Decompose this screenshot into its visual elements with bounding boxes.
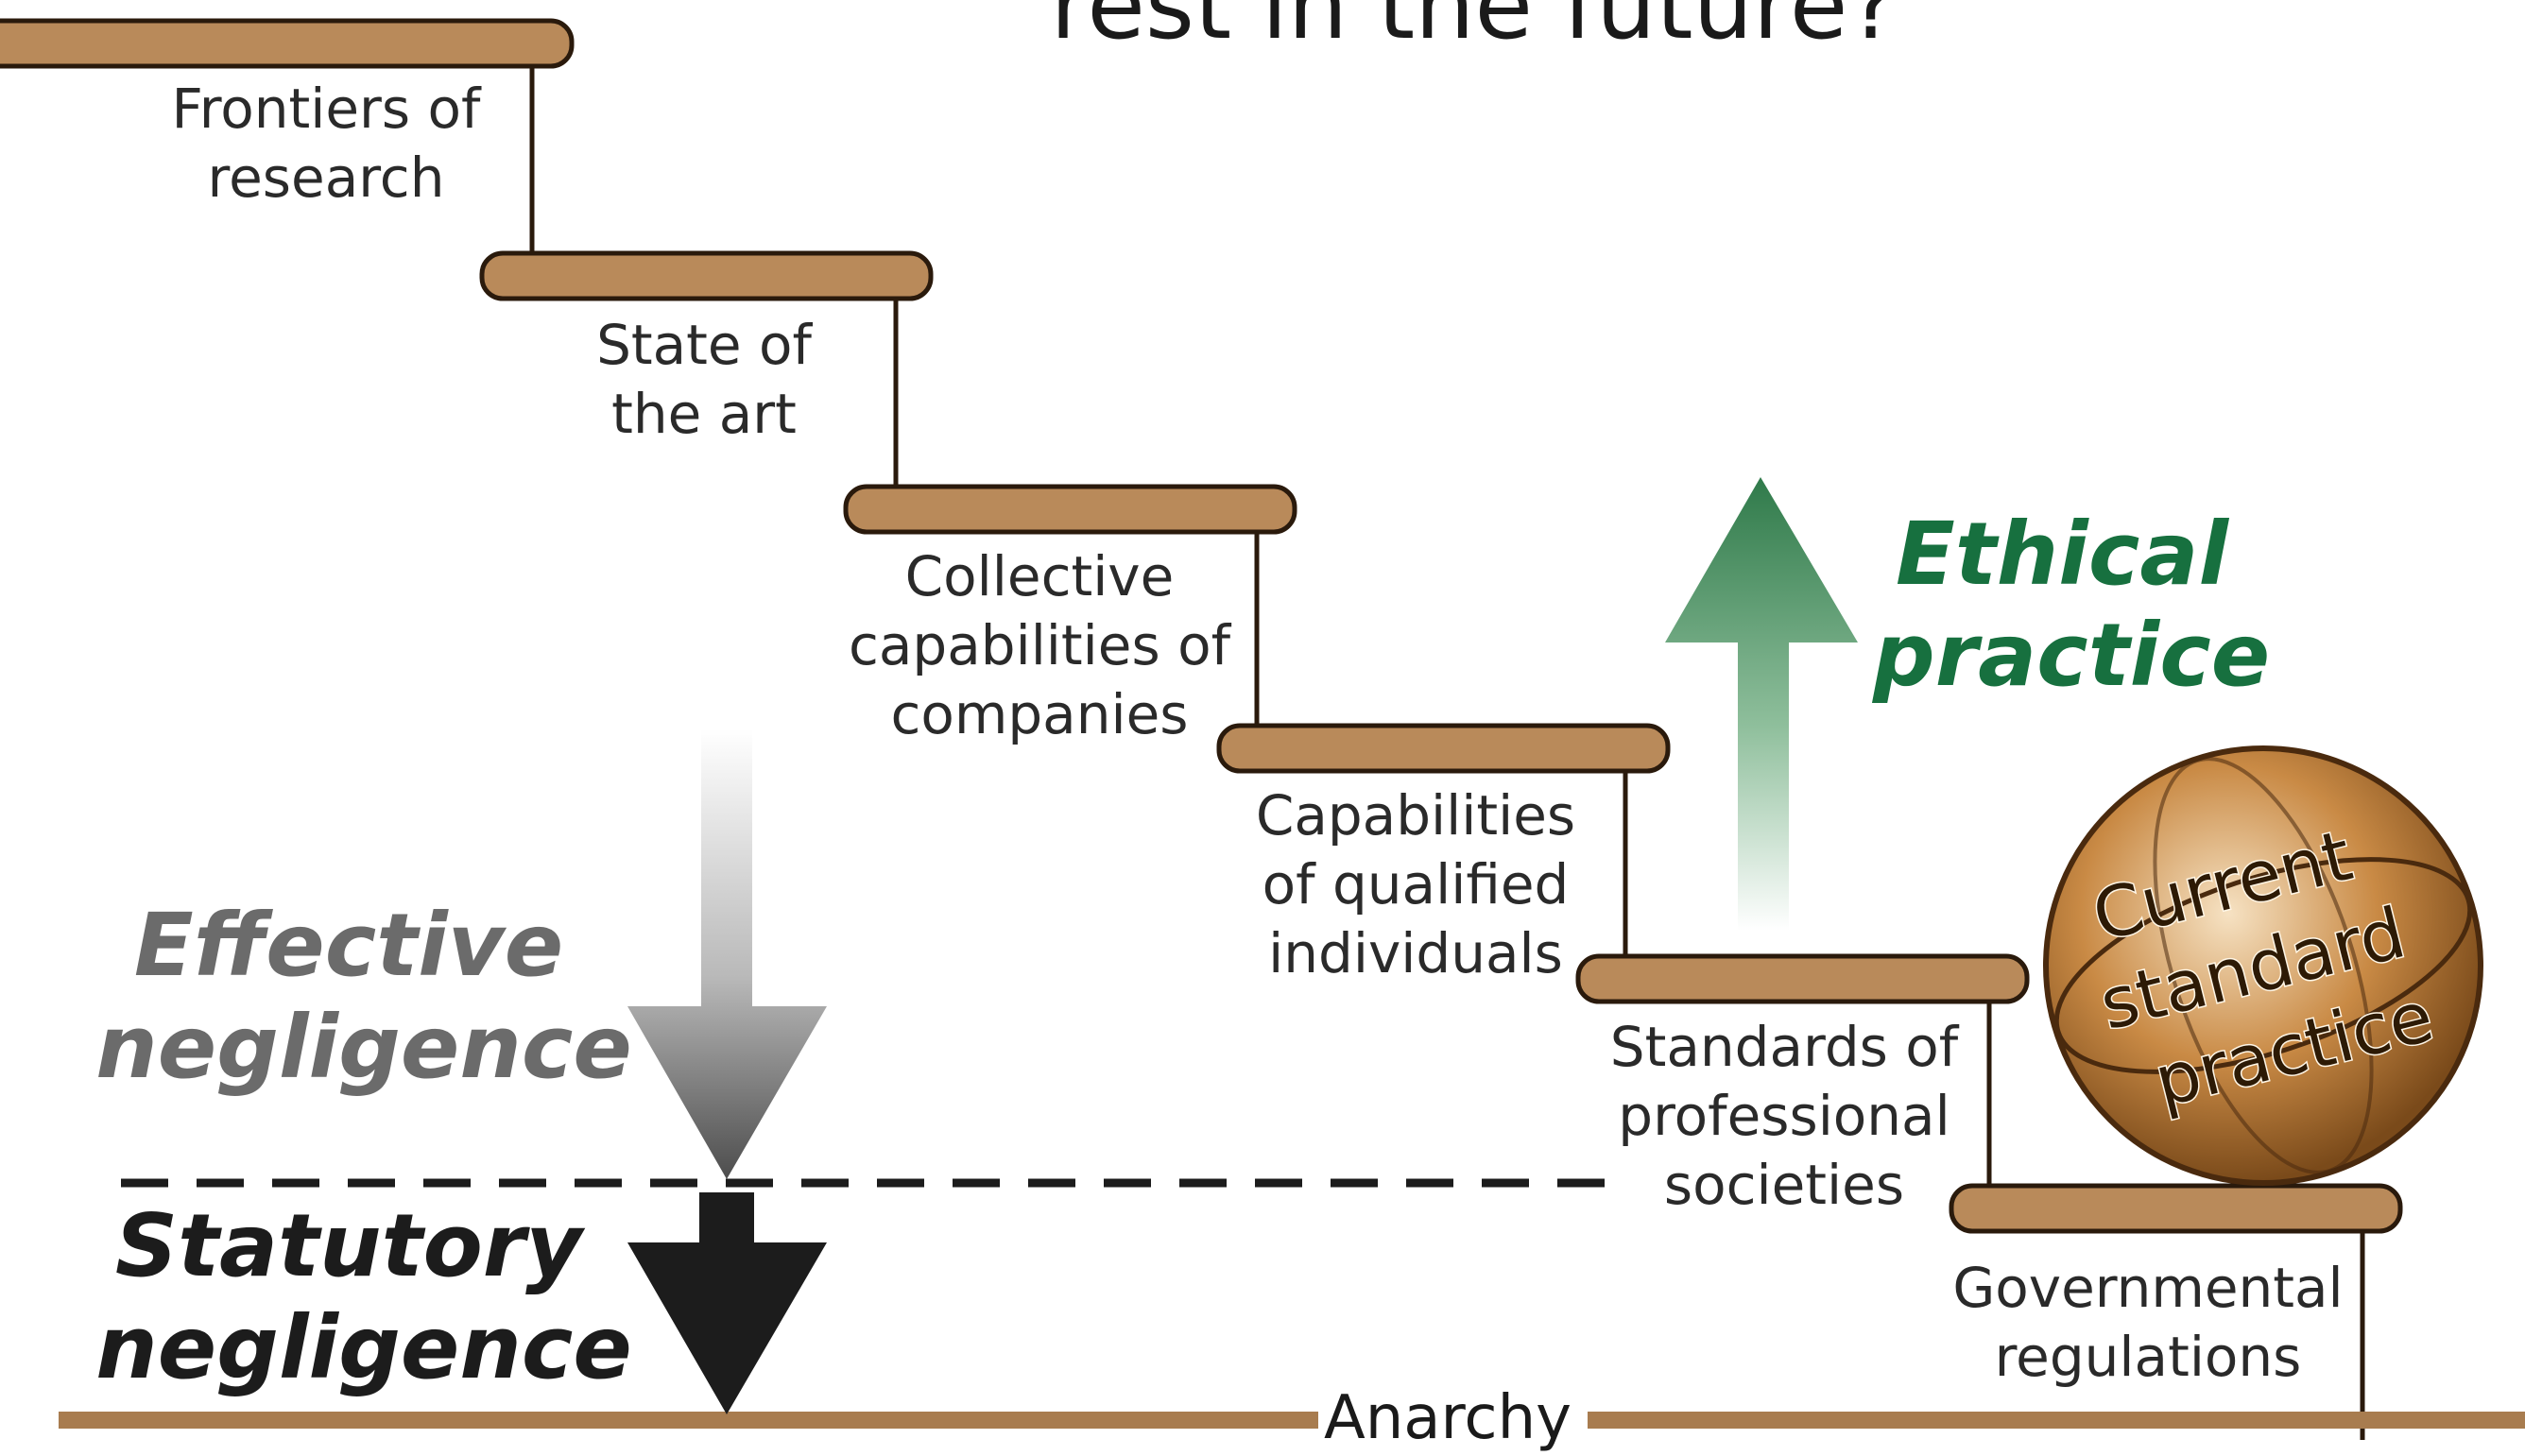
step-label-line: Governmental [1952, 1256, 2343, 1320]
effective-line-2: negligence [95, 997, 632, 1098]
step-label-line: Frontiers of [172, 77, 482, 141]
step-label-line: professional [1618, 1084, 1950, 1148]
effective-line-1: Effective [134, 895, 563, 996]
step-label-line: research [208, 146, 445, 210]
step-platform [1949, 1183, 2403, 1234]
ethical-practice-label: Ethical practice [1872, 504, 2270, 706]
step-platform [0, 18, 575, 69]
step-label-line: individuals [1268, 921, 1563, 985]
statutory-line-2: negligence [95, 1297, 632, 1398]
step-label-line: capabilities of [849, 613, 1232, 677]
step-label-line: companies [890, 682, 1188, 746]
statutory-negligence-arrow [627, 1192, 827, 1414]
step-label-line: State of [596, 313, 813, 377]
statutory-line-1: Statutory [115, 1195, 586, 1296]
statutory-negligence-label: Statutory negligence [95, 1195, 632, 1398]
effective-negligence-arrow [627, 729, 827, 1179]
ethical-line-2: practice [1872, 605, 2270, 706]
step-platform [1575, 953, 2030, 1004]
effective-negligence-label: Effective negligence [95, 895, 632, 1098]
step-label-line: the art [611, 382, 797, 446]
step-label-line: Standards of [1610, 1015, 1960, 1079]
step-label-line: Capabilities [1256, 783, 1575, 848]
ethical-practice-arrow [1665, 477, 1858, 931]
step-platform [479, 250, 934, 301]
diagram-title: rest in the future? [1050, 0, 1898, 60]
step-label-line: Collective [905, 544, 1175, 608]
step-label-line: regulations [1995, 1325, 2302, 1389]
step-platform [843, 484, 1297, 535]
ethical-line-1: Ethical [1896, 504, 2229, 605]
floor-label: Anarchy [1324, 1383, 1572, 1452]
step-label-line: societies [1664, 1153, 1904, 1217]
step-platform [1216, 723, 1671, 774]
step-label-line: of qualified [1262, 852, 1570, 916]
current-standard-practice-ball: Current standard practice [2043, 745, 2483, 1186]
